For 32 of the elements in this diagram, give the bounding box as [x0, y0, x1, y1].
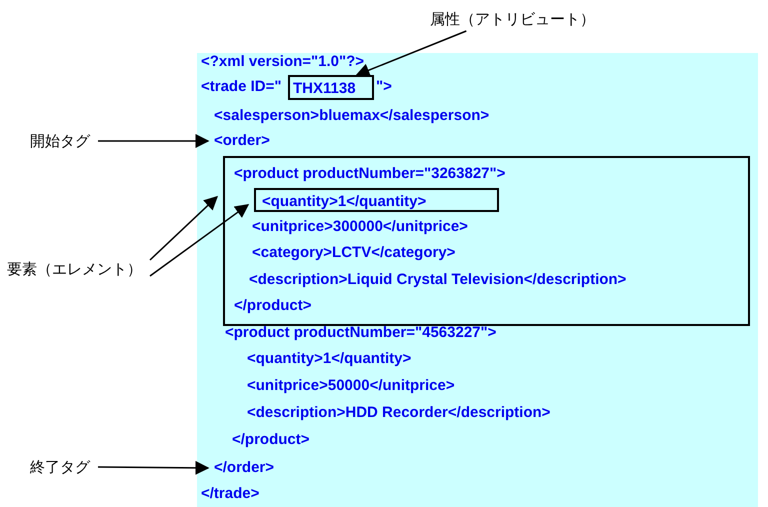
code-line: THX1138 [293, 80, 356, 98]
code-line: <category>LCTV</category> [252, 244, 456, 262]
code-line: <product productNumber="4563227"> [225, 324, 496, 342]
code-line: <product productNumber="3263827"> [234, 165, 506, 183]
code-line: </product> [234, 297, 312, 315]
arrow [356, 30, 467, 77]
code-line: <trade ID=" [201, 78, 282, 96]
code-line: </trade> [201, 485, 260, 503]
quantity-box [254, 188, 499, 212]
element-box [223, 156, 750, 326]
callout-label: 終了タグ [30, 457, 90, 477]
arrow [150, 204, 250, 277]
arrow [98, 134, 210, 148]
code-panel [197, 53, 758, 507]
code-line: <quantity>1</quantity> [262, 193, 426, 211]
callout-label: 属性（アトリビュート） [430, 9, 595, 29]
callout-label: 要素（エレメント） [7, 259, 142, 279]
code-line: <salesperson>bluemax</salesperson> [214, 107, 490, 125]
code-line: <description>Liquid Crystal Television</description> [249, 271, 626, 289]
code-line: </product> [232, 431, 310, 449]
callout-label: 開始タグ [30, 131, 90, 151]
attribute-value-box [288, 75, 374, 100]
end-tag-line: </order> [214, 459, 274, 477]
arrow [98, 460, 210, 475]
start-tag-line: <order> [214, 132, 270, 150]
code-line: <unitprice>50000</unitprice> [247, 377, 455, 395]
code-line: <description>HDD Recorder</description> [247, 404, 550, 422]
code-line: <unitprice>300000</unitprice> [252, 218, 468, 236]
code-line: <quantity>1</quantity> [247, 350, 412, 368]
arrow [149, 196, 218, 261]
code-line: <?xml version="1.0"?> [201, 53, 364, 71]
code-line: "> [376, 78, 392, 96]
